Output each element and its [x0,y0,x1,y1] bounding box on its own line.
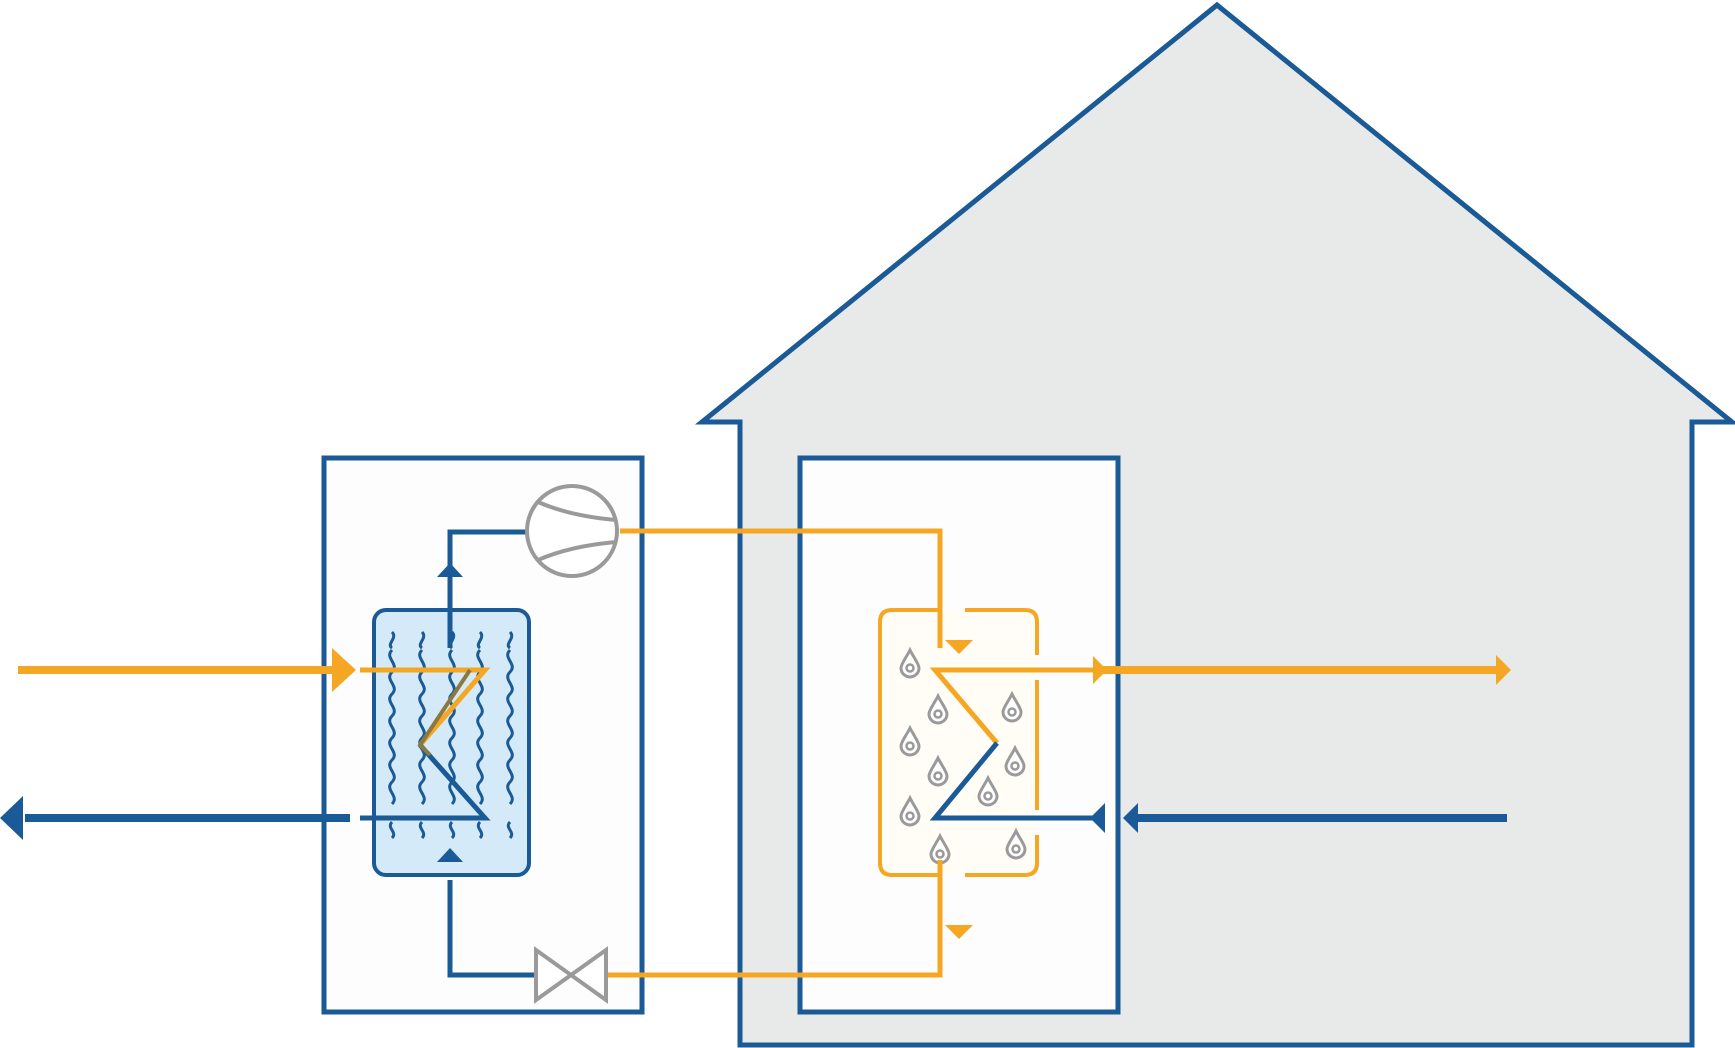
supply-outflow-arrow [1093,655,1511,685]
cold-refrigerant-pipes [447,529,540,978]
hot-arrowheads [945,640,973,939]
outdoor-outflow-arrow [0,796,350,840]
return-inflow-arrow [1090,803,1507,833]
compressor-icon [525,484,619,578]
condenser [878,608,1039,877]
cold-arrowheads [437,563,463,862]
condenser-coil [929,667,1100,821]
outdoor-inflow-arrow [18,648,356,692]
valve-icon [534,946,608,1004]
hot-refrigerant-pipes [605,528,943,978]
evaporator-coil [360,667,491,821]
